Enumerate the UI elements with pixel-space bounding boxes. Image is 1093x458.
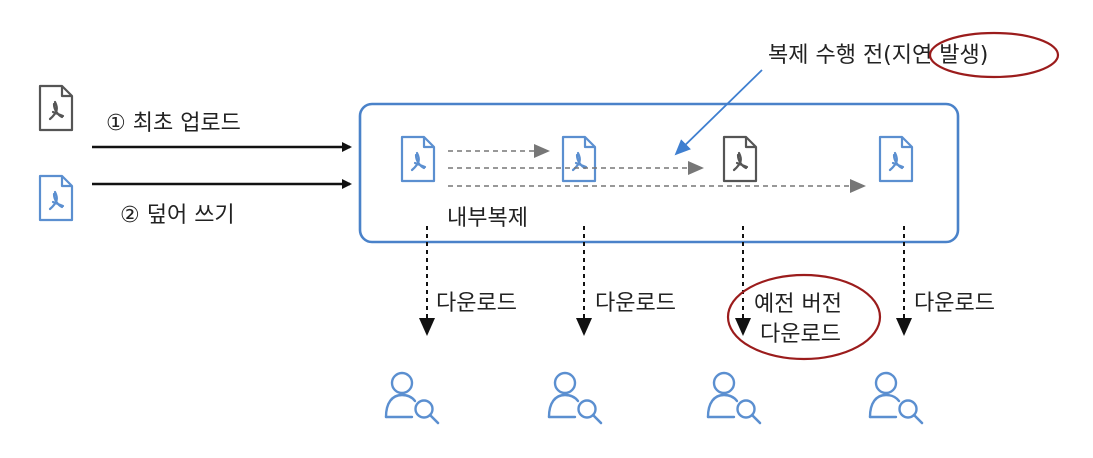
annotation-label: 복제 수행 전(지연 발생) <box>768 43 988 68</box>
user-search-icon <box>868 371 924 425</box>
delay-highlight-ellipse <box>928 31 1060 79</box>
download-arrowhead <box>419 318 435 336</box>
user-search-icon <box>384 371 440 425</box>
storage-system-box <box>358 102 960 244</box>
pdf-file-icon <box>722 135 758 183</box>
upload-first-label: ① 최초 업로드 <box>106 111 241 136</box>
pdf-file-icon <box>878 135 914 183</box>
download-label: 다운로드 <box>436 291 517 316</box>
user-search-icon <box>547 371 603 425</box>
old-version-highlight-ellipse <box>726 273 882 361</box>
download-arrowhead <box>735 318 751 336</box>
pdf-file-icon <box>400 135 436 183</box>
download-label: 다운로드 <box>914 291 995 316</box>
pdf-file-icon <box>38 174 74 222</box>
download-arrowhead <box>576 318 592 336</box>
pdf-file-icon <box>38 84 74 132</box>
download-arrowhead <box>896 318 912 336</box>
download-label: 다운로드 <box>595 291 676 316</box>
annotation-arrow <box>674 69 763 156</box>
pdf-file-icon <box>561 135 597 183</box>
user-search-icon <box>706 371 762 425</box>
old-version-label-line2: 다운로드 <box>760 322 841 347</box>
old-version-label-line1: 예전 버전 <box>754 292 842 317</box>
internal-replication-label: 내부복제 <box>447 206 528 231</box>
overwrite-label: ② 덮어 쓰기 <box>120 203 235 228</box>
